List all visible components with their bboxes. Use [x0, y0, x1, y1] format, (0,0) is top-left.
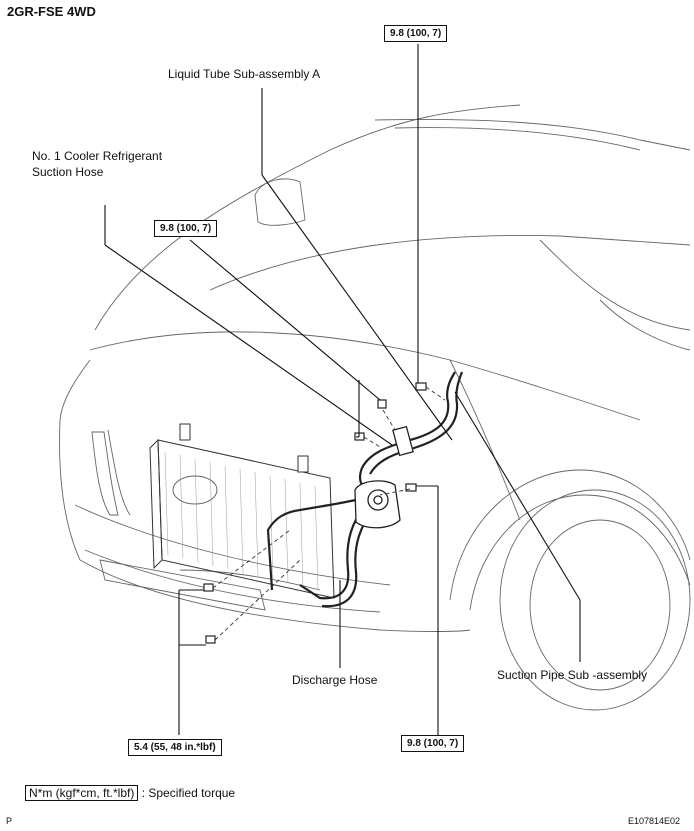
condenser — [149, 423, 335, 599]
label-suction-pipe: Suction Pipe Sub -assembly — [497, 668, 648, 682]
torque-callout-bottom-left: 5.4 (55, 48 in.*lbf) — [128, 739, 222, 756]
figure-id: E107814E02 — [628, 816, 681, 826]
label-cooler-hose-line2: Suction Hose — [32, 165, 104, 179]
label-discharge-hose: Discharge Hose — [292, 673, 378, 687]
torque-callout-bottom-right: 9.8 (100, 7) — [401, 735, 465, 752]
front-wheel — [499, 489, 691, 711]
compressor — [354, 425, 414, 529]
bumper-intake — [99, 559, 266, 611]
torque-legend: N*m (kgf*cm, ft.*lbf) : Specified torque — [25, 785, 236, 801]
torque-callout-top-right: 9.8 (100, 7) — [384, 25, 448, 42]
legend-unit-box: N*m (kgf*cm, ft.*lbf) — [25, 785, 139, 801]
grille-left — [91, 431, 119, 516]
diagram-title: 2GR-FSE 4WD — [7, 4, 96, 19]
footer-mark: P — [6, 816, 13, 826]
leader-lines — [104, 44, 581, 735]
emblem — [172, 475, 218, 505]
legend-description: : Specified torque — [141, 786, 236, 800]
label-cooler-hose-line1: No. 1 Cooler Refrigerant — [32, 149, 163, 163]
hood-outline — [94, 104, 521, 331]
side-mirror — [254, 178, 306, 226]
torque-callout-top-left: 9.8 (100, 7) — [154, 220, 218, 237]
label-liquid-tube: Liquid Tube Sub-assembly A — [168, 67, 321, 81]
windshield-outline — [374, 118, 691, 151]
front-bumper — [59, 419, 471, 632]
hood-crease — [209, 235, 691, 291]
wheel-arch — [449, 469, 691, 601]
